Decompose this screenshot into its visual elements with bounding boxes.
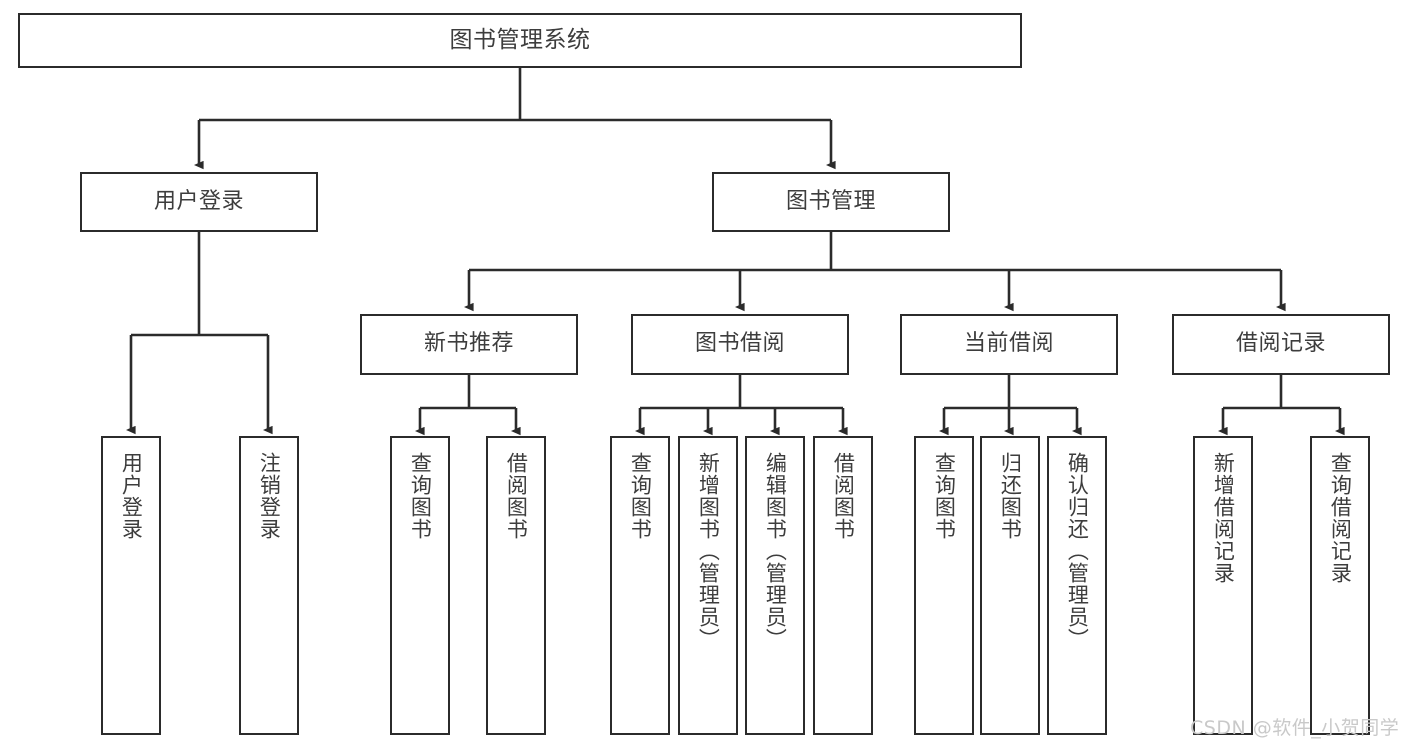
node-borrowing-record[interactable]: 借阅记录 <box>1172 314 1390 375</box>
leaf-current-borrow-query-books[interactable]: 查询图书 <box>914 436 974 735</box>
node-book-borrowing[interactable]: 图书借阅 <box>631 314 849 375</box>
node-label: 新书推荐 <box>423 331 514 357</box>
leaf-label: 新增图书（管理员） <box>696 452 721 650</box>
leaf-label: 注销登录 <box>257 452 282 540</box>
leaf-current-borrow-confirm-return-admin[interactable]: 确认归还（管理员） <box>1047 436 1107 735</box>
node-label: 当前借阅 <box>963 331 1054 357</box>
leaf-user-login-logout[interactable]: 注销登录 <box>239 436 299 735</box>
leaf-label: 查询图书 <box>408 452 433 540</box>
leaf-label: 借阅图书 <box>831 452 856 540</box>
leaf-record-add-borrow-record[interactable]: 新增借阅记录 <box>1193 436 1253 735</box>
leaf-new-book-query-books[interactable]: 查询图书 <box>390 436 450 735</box>
csdn-watermark: CSDN @软件_小贺同学 <box>1190 717 1400 739</box>
leaf-label: 编辑图书（管理员） <box>763 452 788 650</box>
leaf-label: 查询借阅记录 <box>1328 452 1353 584</box>
leaf-book-borrow-query-books[interactable]: 查询图书 <box>610 436 670 735</box>
node-label: 借阅记录 <box>1235 331 1326 357</box>
node-label: 用户登录 <box>153 188 244 214</box>
leaf-label: 确认归还（管理员） <box>1065 452 1090 650</box>
leaf-new-book-borrow-books[interactable]: 借阅图书 <box>486 436 546 735</box>
leaf-user-login-login[interactable]: 用户登录 <box>101 436 161 735</box>
node-label: 图书借阅 <box>694 331 785 357</box>
leaf-book-borrow-edit-book-admin[interactable]: 编辑图书（管理员） <box>745 436 805 735</box>
leaf-label: 新增借阅记录 <box>1211 452 1236 584</box>
node-current-borrowing[interactable]: 当前借阅 <box>900 314 1118 375</box>
leaf-label: 归还图书 <box>998 452 1023 540</box>
node-book-management[interactable]: 图书管理 <box>712 172 950 232</box>
leaf-label: 借阅图书 <box>504 452 529 540</box>
leaf-book-borrow-add-book-admin[interactable]: 新增图书（管理员） <box>678 436 738 735</box>
leaf-label: 查询图书 <box>628 452 653 540</box>
node-label: 图书管理系统 <box>449 26 591 53</box>
leaf-label: 查询图书 <box>932 452 957 540</box>
leaf-record-query-borrow-record[interactable]: 查询借阅记录 <box>1310 436 1370 735</box>
leaf-current-borrow-return-books[interactable]: 归还图书 <box>980 436 1040 735</box>
node-label: 图书管理 <box>785 188 876 214</box>
leaf-book-borrow-borrow-books[interactable]: 借阅图书 <box>813 436 873 735</box>
node-new-book-recommendation[interactable]: 新书推荐 <box>360 314 578 375</box>
node-user-login[interactable]: 用户登录 <box>80 172 318 232</box>
leaf-label: 用户登录 <box>119 452 144 540</box>
node-root-book-management-system[interactable]: 图书管理系统 <box>18 13 1022 68</box>
